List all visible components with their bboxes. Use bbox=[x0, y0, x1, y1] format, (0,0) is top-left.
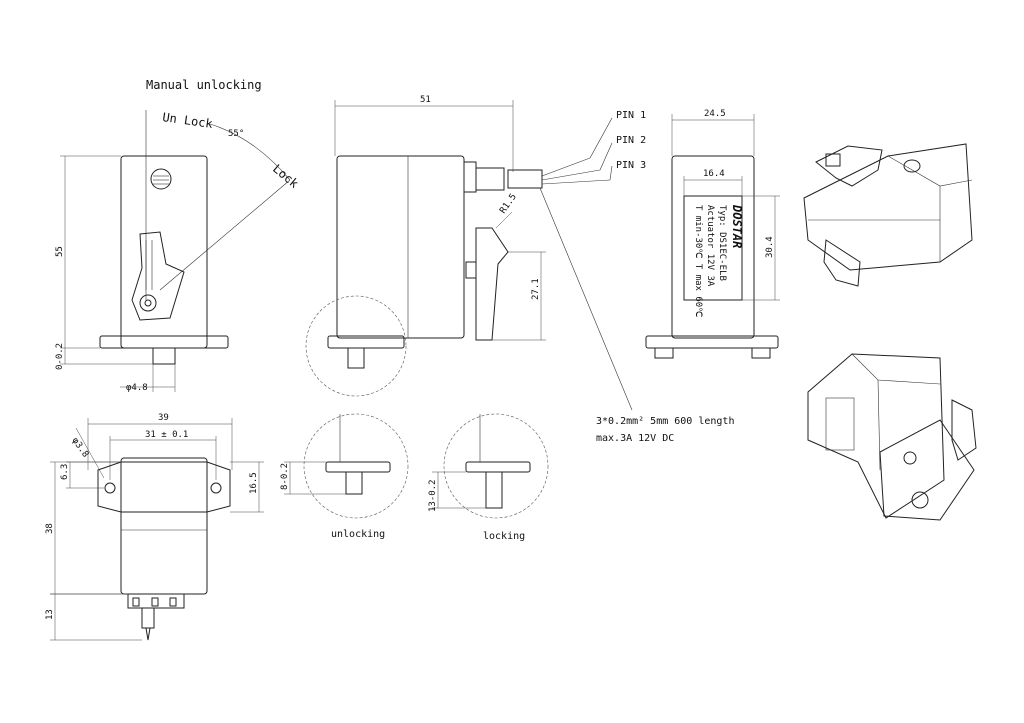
mount-hole-left bbox=[104, 482, 116, 494]
dim-width-39: 39 bbox=[158, 413, 169, 423]
unlock-label: Un Lock bbox=[162, 110, 215, 131]
detail-circle-unlocking bbox=[303, 413, 409, 519]
flange-bottom bbox=[97, 461, 231, 513]
dim-width-51: 51 bbox=[420, 95, 431, 105]
actuator-body-bottom bbox=[120, 457, 208, 595]
cable-gland bbox=[463, 161, 477, 193]
connector-stub bbox=[141, 607, 155, 629]
iso-screw-hole bbox=[903, 159, 921, 173]
plunger-locking bbox=[485, 471, 503, 509]
mounting-flange-front bbox=[99, 335, 229, 349]
iso-label-panel bbox=[825, 397, 855, 451]
dim-plunger-diameter: φ4.8 bbox=[126, 383, 148, 393]
lever-pivot bbox=[139, 294, 157, 312]
lock-guide bbox=[159, 179, 291, 291]
screw-head bbox=[150, 168, 172, 190]
right-view: 24.5 16.4 30.4 DOSTAR Typ: DS1EC-ELB Act… bbox=[645, 109, 780, 359]
connector-block bbox=[127, 593, 185, 609]
plunger-side bbox=[347, 347, 365, 369]
mounting-flange-side bbox=[327, 335, 405, 349]
pin-3-label: PIN 3 bbox=[616, 160, 646, 171]
detail-circle-locking bbox=[443, 413, 549, 519]
iso-lever bbox=[815, 145, 883, 187]
dim-height-38: 38 bbox=[45, 523, 55, 534]
detail-circle-side bbox=[305, 295, 407, 397]
cable-note: 3*0.2mm² 5mm 600 length max.3A 12V DC bbox=[596, 416, 734, 444]
electrical-rating: max.3A 12V DC bbox=[596, 433, 674, 444]
label-temperature: T min-30℃ T max 60℃ bbox=[693, 205, 703, 317]
plunger-unlocking bbox=[345, 471, 363, 495]
cable-note-leader bbox=[539, 187, 633, 411]
dim-height-27: 27.1 bbox=[531, 278, 541, 300]
isometric-view-top bbox=[803, 143, 973, 287]
dim-locking: 13-0.2 bbox=[428, 479, 438, 512]
dim-connector: 13 bbox=[45, 609, 55, 620]
dim-hole-diameter: φ3.8 bbox=[70, 436, 91, 460]
cable-sleeve bbox=[475, 167, 505, 191]
product-label bbox=[683, 195, 743, 301]
manual-lever bbox=[131, 231, 185, 321]
label-actuator: Actuator 12V 3A bbox=[705, 205, 715, 287]
label-brand: DOSTAR bbox=[730, 204, 744, 248]
dim-flange-height: 16.5 bbox=[249, 472, 259, 494]
iso-flange bbox=[879, 419, 975, 521]
mounting-flange-right bbox=[645, 335, 779, 349]
dim-unlocking: 8-0.2 bbox=[280, 463, 290, 490]
locking-label: locking bbox=[483, 531, 525, 542]
label-text: DOSTAR Typ: DS1EC-ELB Actuator 12V 3A T … bbox=[693, 204, 744, 317]
detail-unlocking: 8-0.2 unlocking bbox=[280, 413, 409, 540]
angle-label: 55° bbox=[228, 129, 244, 139]
pin-2-label: PIN 2 bbox=[616, 135, 646, 146]
plunger-front bbox=[152, 347, 176, 365]
dim-tol: 0-0.2 bbox=[55, 343, 65, 370]
cable-spec: 3*0.2mm² 5mm 600 length bbox=[596, 416, 734, 427]
manual-unlocking-title: Manual unlocking bbox=[146, 78, 262, 92]
pin-1-label: PIN 1 bbox=[616, 110, 646, 121]
detail-locking: 13-0.2 locking bbox=[428, 413, 549, 542]
mount-hole-right bbox=[210, 482, 222, 494]
side-lever bbox=[475, 227, 509, 341]
side-view: 51 PIN 1 PIN 2 PIN 3 R1.5 27.1 bbox=[305, 95, 646, 411]
bottom-view: 39 31 ± 0.1 φ3.8 6.3 16.5 38 13 bbox=[45, 413, 264, 641]
label-type: Typ: DS1EC-ELB bbox=[717, 205, 727, 281]
actuator-body-side bbox=[336, 155, 465, 339]
dim-offset: 6.3 bbox=[60, 464, 70, 480]
lock-label: Lock bbox=[270, 162, 302, 192]
dim-height-55: 55 bbox=[55, 246, 65, 257]
dim-hole-spacing: 31 ± 0.1 bbox=[145, 430, 188, 440]
dim-label-width: 16.4 bbox=[703, 169, 725, 179]
actuator-body-right bbox=[671, 155, 755, 339]
cable-end bbox=[507, 169, 543, 189]
dim-label-height: 30.4 bbox=[765, 236, 775, 258]
front-view: Manual unlocking Un Lock Lock 55° 55 0-0… bbox=[55, 78, 302, 393]
dim-width-24: 24.5 bbox=[704, 109, 726, 119]
unlocking-label: unlocking bbox=[331, 529, 385, 540]
angle-arc bbox=[209, 123, 291, 181]
dim-radius: R1.5 bbox=[498, 192, 519, 216]
isometric-view-bottom bbox=[807, 353, 977, 521]
